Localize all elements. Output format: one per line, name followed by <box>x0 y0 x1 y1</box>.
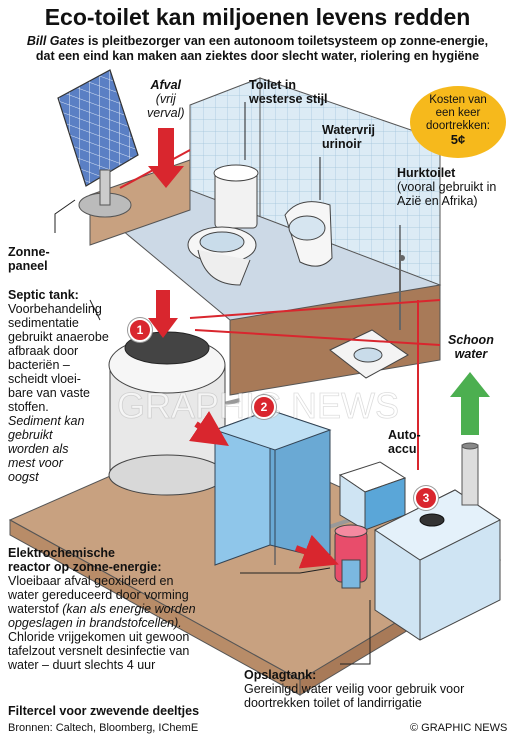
ground-slab-side-left <box>9 519 301 696</box>
squat-sub: (vooral gebruikt in Azië en Afrika) <box>397 180 497 208</box>
filter-label: Filtercel voor zwevende deeltjes <box>8 704 200 718</box>
waterless-urinal <box>284 201 333 267</box>
cost-badge-text: Kosten van een keer doortrekken: <box>426 94 490 132</box>
waste-title: Afval <box>150 78 182 92</box>
step-1-badge: 1 <box>128 318 152 342</box>
subtitle-line2: dat een eind kan maken aan ziektes door … <box>35 49 480 63</box>
waste-sub: (vrij verval) <box>147 92 185 120</box>
reactor-body1: Vloeibaar afval geoxideerd en water gere… <box>8 574 189 616</box>
waste-arrow-down <box>148 128 184 188</box>
solar-panel-label: Zonne- paneel <box>8 245 50 273</box>
flow-arrow-to-reactor <box>189 411 229 446</box>
storage-body: Gereinigd water veilig voor gebruik voor… <box>244 682 465 710</box>
squat-title: Hurktoilet <box>397 166 456 180</box>
leader-lines <box>54 102 401 665</box>
waste-label: Afval (vrij verval) <box>147 78 185 120</box>
storage-tank <box>374 442 501 641</box>
squat-toilet-label: Hurktoilet (vooral gebruikt in Azië en A… <box>397 166 496 208</box>
reactor-label: Elektrochemische reactor op zonne-energi… <box>8 546 248 672</box>
septic-body: Voorbehandeling sedimentatie gebruikt an… <box>8 302 109 414</box>
subtitle-line1: is pleitbezorger van een autonoom toilet… <box>84 34 489 48</box>
page-subtitle: Bill Gates is pleitbezorger van een auto… <box>6 34 509 64</box>
page-title: Eco-toilet kan miljoenen levens redden <box>44 4 471 30</box>
clean-water-arrow <box>450 372 490 435</box>
septic-italic: Sediment kan gebruikt worden als mest vo… <box>8 414 85 484</box>
western-toilet-label: Toilet in westerse stijl <box>249 78 328 106</box>
clean-water-label: Schoon water <box>448 333 494 361</box>
cost-badge-price: 5¢ <box>450 132 466 147</box>
storage-title: Opslagtank: <box>244 668 317 682</box>
septic-title: Septic tank: <box>8 288 79 302</box>
western-toilet <box>187 164 259 286</box>
credit: © GRAPHIC NEWS <box>410 722 508 734</box>
platform-front <box>229 284 441 396</box>
step-3-badge: 3 <box>414 486 438 510</box>
reactor-italic: (kan als energie worden opgeslagen in br… <box>8 602 196 630</box>
reactor-title: Elektrochemische reactor op zonne-energi… <box>8 546 162 574</box>
flow-arrow-to-filter <box>294 534 339 569</box>
electrochemical-reactor <box>213 409 332 566</box>
battery-label: Auto- accu <box>388 428 421 456</box>
sources: Bronnen: Caltech, Bloomberg, IChemE <box>8 722 199 734</box>
solar-panel <box>57 69 139 218</box>
subtitle-name: Bill Gates <box>26 34 85 48</box>
reactor-body2: Chloride vrijgekomen uit gewoon tafelzou… <box>8 630 190 672</box>
filter-cell <box>334 524 368 589</box>
storage-tank-label: Opslagtank: Gereinigd water veilig voor … <box>244 668 509 710</box>
urinal-label: Watervrij urinoir <box>322 123 376 151</box>
step-2-badge: 2 <box>252 395 276 419</box>
cost-badge: Kosten van een keer doortrekken: 5¢ <box>410 86 506 158</box>
septic-tank-label: Septic tank: Voorbehandeling sedimentati… <box>8 288 133 484</box>
inflow-arrow <box>148 290 178 338</box>
